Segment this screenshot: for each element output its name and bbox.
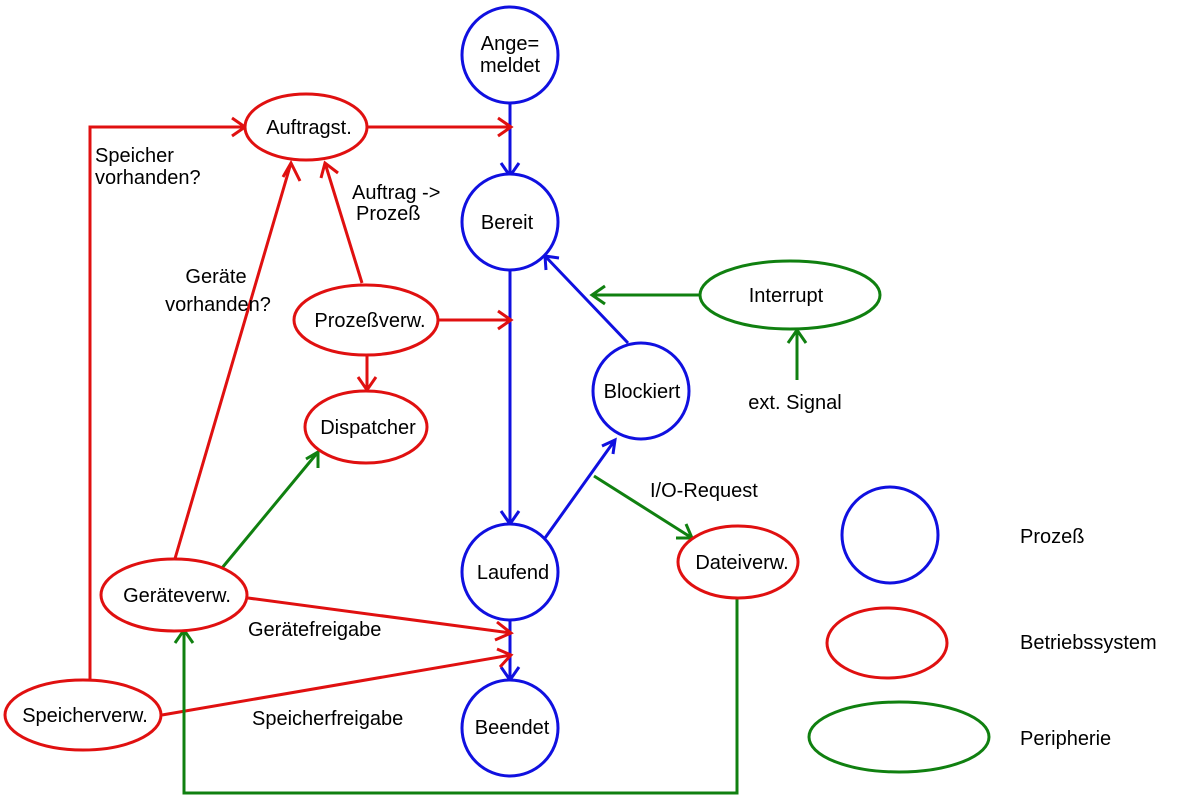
node-beendet-label: Beendet: [475, 717, 550, 739]
node-speicherverw: Speicherverw.: [3, 678, 163, 752]
node-speicherverw-label: Speicherverw.: [22, 705, 148, 727]
node-dispatcher-label: Dispatcher: [320, 417, 416, 439]
node-prozessverw-label: Prozeßverw.: [314, 310, 425, 332]
node-geraeteverw: Geräteverw.: [99, 557, 249, 633]
edge-speicherverw-freigabe: [161, 647, 514, 717]
node-angemeldet: Ange= meldet: [460, 5, 560, 105]
node-dateiverw: Dateiverw.: [676, 524, 800, 600]
node-angemeldet-line1: Ange=: [481, 33, 539, 55]
edge-prozessverw-dispatcher: [356, 356, 378, 393]
edge-geraeteverw-auftragst: [172, 159, 302, 563]
legend-process: Prozeß: [840, 485, 1084, 585]
node-prozessverw: Prozeßverw.: [292, 283, 440, 357]
label-io-request: I/O-Request: [650, 480, 758, 502]
node-interrupt-label: Interrupt: [749, 285, 824, 307]
edge-bereit-laufend: [499, 270, 521, 527]
label-geraete-vorhanden-line2: vorhanden?: [165, 294, 271, 316]
legend-peripheral-label: Peripherie: [1020, 728, 1111, 750]
node-angemeldet-line2: meldet: [480, 55, 540, 77]
node-geraeteverw-label: Geräteverw.: [123, 585, 231, 607]
node-bereit-label: Bereit: [481, 212, 534, 234]
legend: Prozeß Betriebssystem Peripherie: [807, 485, 1157, 774]
edge-prozessverw-auftragst: [319, 160, 364, 284]
label-auftrag-prozess-line2: Prozeß: [356, 203, 420, 225]
label-speicher-vorhanden-line2: vorhanden?: [95, 167, 201, 189]
label-ext-signal: ext. Signal: [748, 392, 841, 414]
label-geraetefreigabe: Gerätefreigabe: [248, 619, 381, 641]
edge-extsignal-interrupt: [786, 327, 808, 380]
edge-blockiert-bereit: [543, 254, 630, 345]
label-geraete-vorhanden-line1: Geräte: [185, 266, 246, 288]
edge-prozessverw-laufend: [437, 309, 514, 331]
node-bereit: Bereit: [460, 172, 560, 272]
node-laufend-label: Laufend: [477, 562, 549, 584]
node-interrupt: Interrupt: [698, 259, 882, 331]
node-dispatcher: Dispatcher: [303, 389, 429, 465]
node-dateiverw-label: Dateiverw.: [695, 552, 788, 574]
os-edges: [88, 116, 514, 717]
node-laufend: Laufend: [460, 522, 560, 622]
edge-interrupt-bereit: [589, 284, 700, 306]
node-auftragst: Auftragst.: [243, 92, 369, 162]
edge-angemeldet-bereit: [499, 103, 521, 179]
node-blockiert-label: Blockiert: [604, 381, 681, 403]
node-auftragst-label: Auftragst.: [266, 117, 352, 139]
label-speicher-vorhanden-line1: Speicher: [95, 145, 174, 167]
node-blockiert: Blockiert: [591, 341, 691, 441]
edge-geraeteverw-freigabe: [247, 596, 514, 642]
label-speicherfreigabe: Speicherfreigabe: [252, 708, 403, 730]
label-auftrag-prozess-line1: Auftrag ->: [352, 182, 440, 204]
legend-peripheral: Peripherie: [807, 700, 1111, 774]
legend-os: Betriebssystem: [825, 606, 1157, 680]
edge-auftragst-bereit: [365, 116, 514, 138]
edge-geraeteverw-dispatcher: [220, 449, 320, 569]
edge-laufend-blockiert: [543, 437, 617, 539]
legend-process-label: Prozeß: [1020, 526, 1084, 548]
legend-os-label: Betriebssystem: [1020, 632, 1157, 654]
node-beendet: Beendet: [460, 678, 560, 778]
